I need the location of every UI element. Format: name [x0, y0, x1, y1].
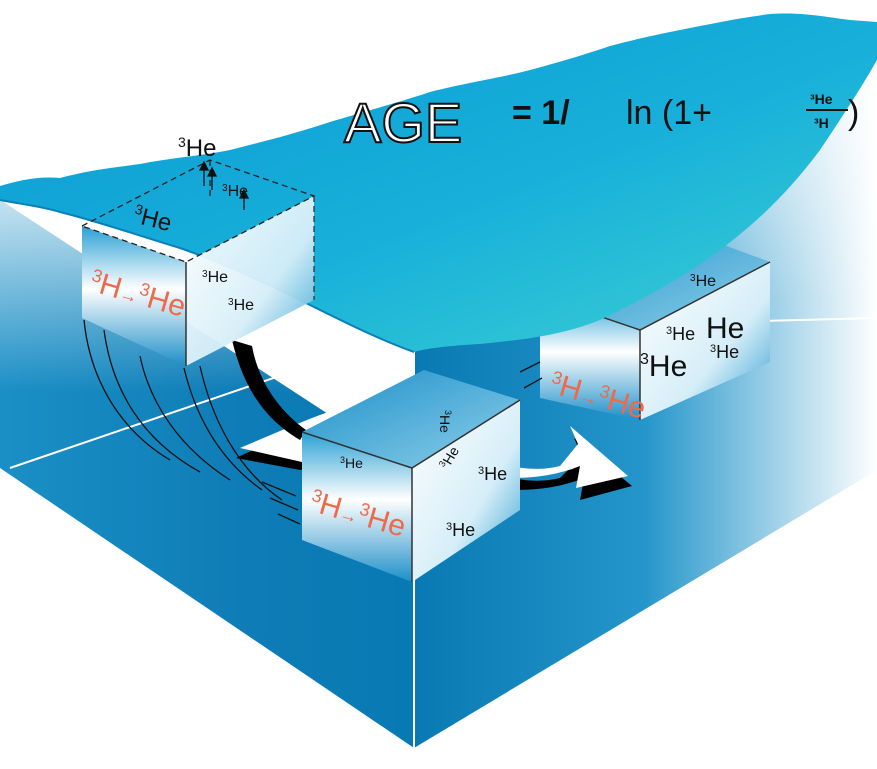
formula-denominator: ³H	[814, 115, 829, 131]
parcel-mid-top	[302, 370, 520, 468]
parcel-surface-front	[82, 226, 186, 366]
parcel-surface-label-he-2: 3He	[202, 269, 228, 286]
parcel-surface-motion-arcs	[83, 319, 283, 501]
parcel-mid-label-decay: 3H→3He	[306, 485, 409, 544]
parcel-deep-label-he-3: He	[706, 312, 744, 345]
water-parcel-mid: 3H→3He 3He 3He 3He 3He 3He	[261, 370, 521, 582]
ocean-floor-edge-left	[9, 329, 415, 469]
formula-age: AGE	[344, 91, 462, 154]
formula-close-paren: )	[848, 94, 859, 132]
parcel-deep-label-he-6: 3He	[690, 273, 716, 290]
ocean-left-wall-highlight	[0, 200, 414, 748]
parcel-deep-side	[640, 262, 770, 420]
formula-equals: = 1/	[512, 94, 570, 132]
age-formula: AGE = 1/ ln (1+ ³He ³H )	[343, 90, 859, 155]
parcel-mid-label-he-3: 3He	[340, 455, 363, 471]
parcel-deep-label-he-2: 3He	[666, 324, 695, 344]
water-parcel-surface: 3H→3He 3He 3He 3He 3He 3He	[80, 134, 316, 366]
sea-surface-front-edge	[0, 199, 415, 353]
helium-escape-arrows	[198, 160, 250, 210]
parcel-mid-label-he-top: 3He	[437, 410, 453, 433]
parcel-deep-label-he-5: 3He	[710, 342, 739, 362]
parcel-surface-side	[186, 196, 314, 366]
circulation-arrow-downwell-shadow	[232, 340, 306, 440]
parcel-surface-label-he-escape: 3He	[178, 134, 216, 162]
formula-numerator: ³He	[810, 91, 833, 107]
formula-ln: ln (1+	[626, 94, 712, 132]
parcel-deep-label-he-4: 3He	[640, 350, 687, 383]
parcel-mid-label-he-1: 3He	[478, 464, 507, 484]
parcel-mid-front	[302, 432, 412, 582]
parcel-mid-motion-lines	[261, 481, 301, 525]
parcel-surface-label-he-1: 3He	[228, 297, 254, 314]
circulation-arrow-downwell	[282, 300, 402, 420]
parcel-mid-label-he-side: 3He	[437, 443, 462, 471]
sea-surface	[0, 13, 877, 353]
parcel-mid-side	[412, 400, 520, 582]
parcel-mid-label-he-2: 3He	[446, 520, 475, 540]
parcel-surface-label-he-3: 3He	[131, 201, 175, 237]
